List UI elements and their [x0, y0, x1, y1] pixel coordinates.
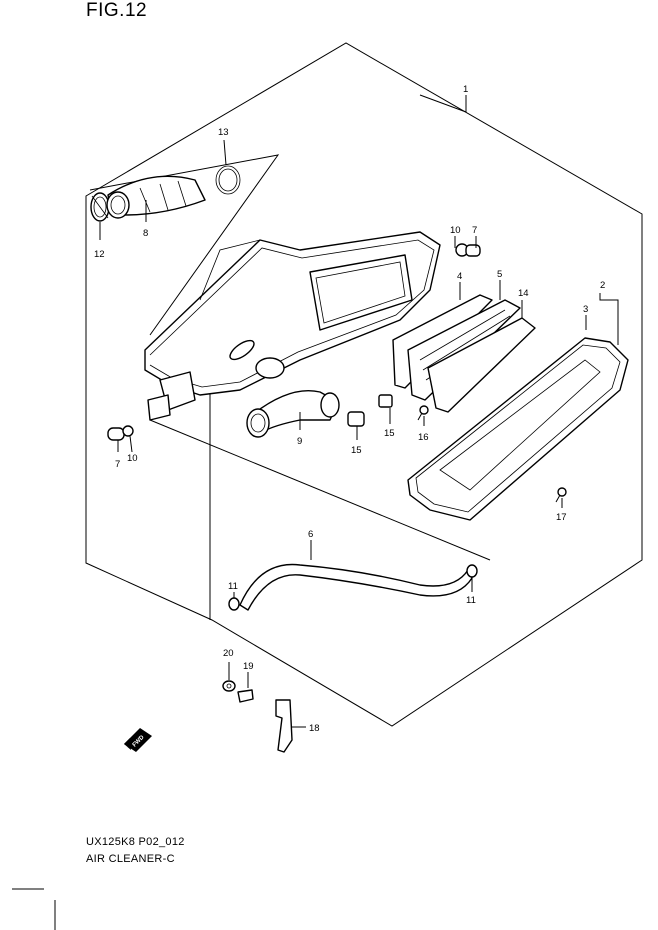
callout-8: 8 [143, 228, 148, 239]
grommet-part-b [378, 394, 393, 408]
section-name-caption: AIR CLEANER-C [86, 853, 175, 865]
callout-6: 6 [308, 529, 313, 540]
air-cleaner-case-part [144, 231, 441, 421]
callout-20: 20 [223, 648, 234, 659]
element-frame-part [427, 317, 536, 413]
callout-13: 13 [218, 127, 229, 138]
callout-1: 1 [463, 84, 468, 95]
screw-16-part [417, 405, 429, 421]
callout-12: 12 [94, 249, 105, 260]
callout-3: 3 [583, 304, 588, 315]
air-cleaner-cover-part [407, 337, 629, 521]
outlet-duct-part [246, 390, 340, 438]
screw-17-part [555, 487, 567, 503]
callout-11-right: 11 [466, 595, 476, 606]
hose-clamp-left-part [228, 597, 240, 611]
callout-4: 4 [457, 271, 462, 282]
callout-10-left: 10 [127, 453, 138, 464]
callout-14: 14 [518, 288, 529, 299]
callout-7-left: 7 [115, 459, 120, 470]
hose-clamp-right-part [466, 564, 478, 578]
washer-part [222, 680, 236, 692]
bolt-part [237, 689, 254, 703]
callout-15-right: 15 [384, 428, 395, 439]
callout-19: 19 [243, 661, 254, 672]
callout-15-left: 15 [351, 445, 362, 456]
figure-title: FIG.12 [86, 0, 148, 21]
clamp-part [90, 192, 110, 222]
assembly-outline [85, 42, 643, 727]
drain-plug-left-part [107, 425, 134, 441]
forward-direction-arrow: FWD [124, 728, 152, 752]
bracket-part [275, 699, 293, 753]
callout-11-left: 11 [228, 581, 238, 592]
assembly-inner-line [149, 419, 491, 561]
callout-17: 17 [556, 512, 567, 523]
o-ring-part [215, 165, 241, 195]
callout-9: 9 [297, 436, 302, 447]
intake-duct-part [106, 175, 206, 219]
callout-18: 18 [309, 723, 320, 734]
callout-10-top: 10 [450, 225, 461, 236]
drain-hose-part [239, 563, 473, 611]
callout-7-top: 7 [472, 225, 477, 236]
grommet-part-a [347, 411, 365, 427]
callout-16: 16 [418, 432, 429, 443]
model-code-caption: UX125K8 P02_012 [86, 836, 185, 848]
callout-5: 5 [497, 269, 502, 280]
corner-mark [12, 888, 56, 930]
callout-2: 2 [600, 280, 605, 291]
